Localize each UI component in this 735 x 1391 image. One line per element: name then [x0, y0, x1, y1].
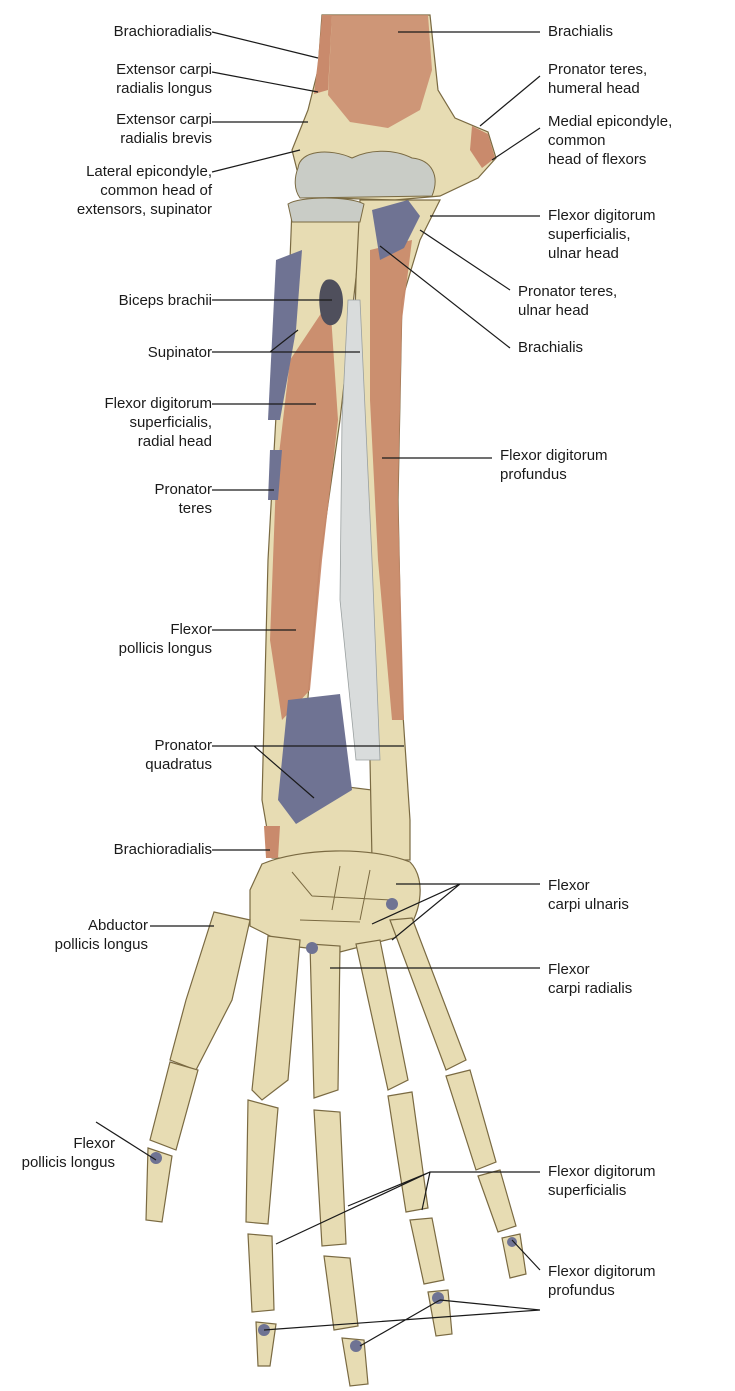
- label-medial-epicondyle: Medial epicondyle, common head of flexor…: [548, 112, 672, 169]
- label-abductor-pollicis-longus: Abductor pollicis longus: [55, 916, 148, 954]
- leader-brachioradialis-top: [212, 32, 318, 58]
- label-flexor-digitorum-profundus-lower: Flexor digitorum profundus: [548, 1262, 656, 1300]
- leader-ecrl: [212, 72, 318, 92]
- label-brachialis-mid: Brachialis: [518, 338, 583, 357]
- index-metacarpal: [252, 936, 300, 1100]
- thumb-proximal-phalanx: [150, 1062, 198, 1150]
- middle-metacarpal: [310, 944, 340, 1098]
- ring-proximal-phalanx: [388, 1092, 428, 1212]
- leader-fdp-lower: [264, 1240, 540, 1346]
- label-fds-lower: Flexor digitorum superficialis: [548, 1162, 656, 1200]
- brachioradialis-insertion: [264, 826, 280, 858]
- fcr-insertion-dot: [306, 942, 318, 954]
- leader-medial-epicondyle: [492, 128, 540, 160]
- label-supinator: Supinator: [148, 343, 212, 362]
- fcu-insertion-dot: [386, 898, 398, 910]
- label-fds-ulnar-head: Flexor digitorum superficialis, ulnar he…: [548, 206, 656, 263]
- label-flexor-pollicis-longus-upper: Flexor pollicis longus: [119, 620, 212, 658]
- label-brachioradialis-bottom: Brachioradialis: [114, 840, 212, 859]
- leader-pt-ulnar: [420, 230, 510, 290]
- thumb-metacarpal: [170, 912, 250, 1070]
- label-pronator-teres-humeral-head: Pronator teres, humeral head: [548, 60, 647, 98]
- fdp-insertion-dot-ring: [432, 1292, 444, 1304]
- index-middle-phalanx: [248, 1234, 274, 1312]
- label-lateral-epicondyle: Lateral epicondyle, common head of exten…: [77, 162, 212, 219]
- label-flexor-carpi-radialis: Flexor carpi radialis: [548, 960, 632, 998]
- label-pronator-teres-left: Pronator teres: [154, 480, 212, 518]
- leader-pt-humeral: [480, 76, 540, 126]
- label-fds-radial-head: Flexor digitorum superficialis, radial h…: [104, 394, 212, 451]
- label-extensor-carpi-radialis-brevis: Extensor carpi radialis brevis: [116, 110, 212, 148]
- label-flexor-pollicis-longus-lower: Flexor pollicis longus: [22, 1134, 115, 1172]
- little-proximal-phalanx: [446, 1070, 496, 1170]
- humeral-condyles-cartilage: [295, 151, 435, 198]
- middle-proximal-phalanx: [314, 1110, 346, 1246]
- label-pronator-teres-ulnar-head: Pronator teres, ulnar head: [518, 282, 617, 320]
- anatomy-drawing: [146, 15, 526, 1386]
- little-middle-phalanx: [478, 1170, 516, 1232]
- radial-head: [288, 198, 364, 222]
- label-flexor-carpi-ulnaris: Flexor carpi ulnaris: [548, 876, 629, 914]
- fdp-insertion-dot-little: [507, 1237, 517, 1247]
- label-brachioradialis-top: Brachioradialis: [114, 22, 212, 41]
- label-biceps-brachii: Biceps brachii: [119, 291, 212, 310]
- leader-lateral-epicondyle: [212, 150, 300, 172]
- label-brachialis-top: Brachialis: [548, 22, 613, 41]
- label-extensor-carpi-radialis-longus: Extensor carpi radialis longus: [116, 60, 212, 98]
- label-pronator-quadratus: Pronator quadratus: [145, 736, 212, 774]
- biceps-tuberosity: [319, 279, 343, 325]
- index-proximal-phalanx: [246, 1100, 278, 1224]
- ring-metacarpal: [356, 940, 408, 1090]
- ring-middle-phalanx: [410, 1218, 444, 1284]
- middle-middle-phalanx: [324, 1256, 358, 1330]
- label-flexor-digitorum-profundus-upper: Flexor digitorum profundus: [500, 446, 608, 484]
